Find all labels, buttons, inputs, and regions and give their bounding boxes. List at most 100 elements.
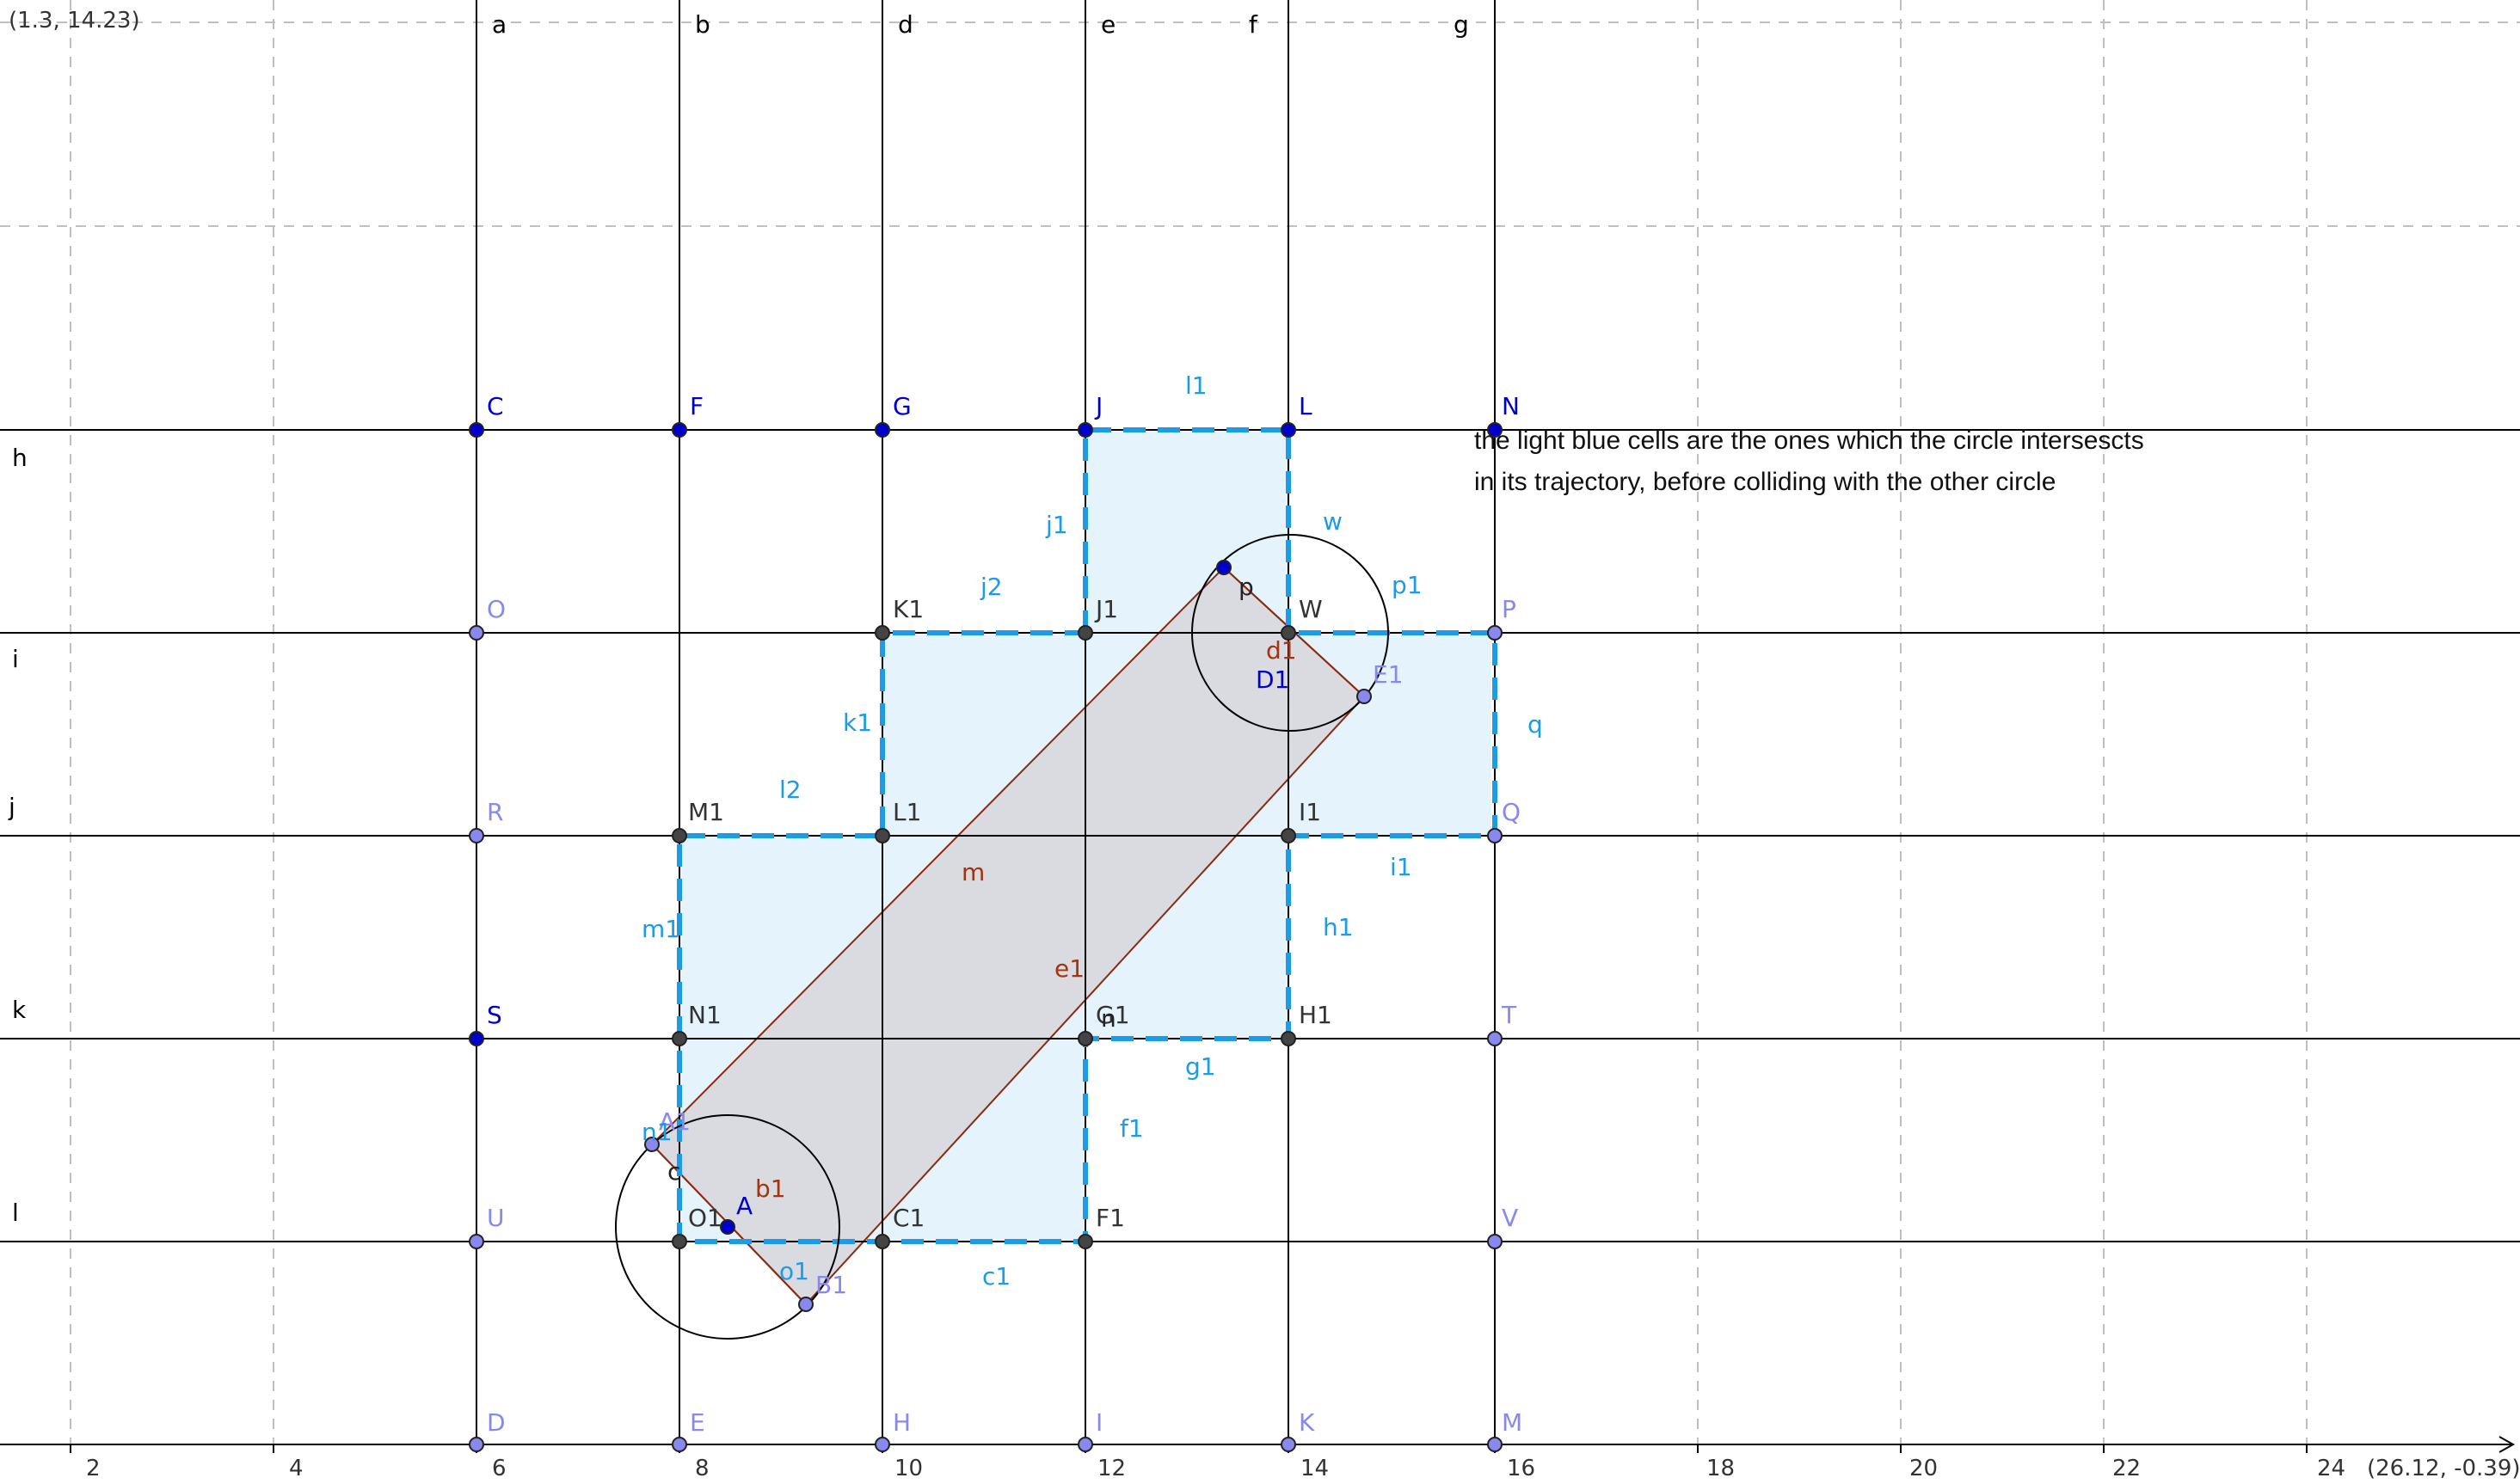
point-N1 bbox=[672, 1031, 687, 1046]
point-labels: C F G J L N O P R Q S T U V D E H I K M … bbox=[487, 392, 1522, 1437]
label-U: U bbox=[487, 1204, 505, 1232]
point-H bbox=[875, 1437, 890, 1452]
point-F bbox=[672, 422, 687, 438]
point-L bbox=[1281, 422, 1296, 438]
label-H1: H1 bbox=[1299, 1001, 1332, 1029]
point-A1 bbox=[644, 1137, 660, 1152]
label-q: q bbox=[1527, 710, 1543, 739]
label-k1: k1 bbox=[843, 708, 872, 737]
point-G bbox=[875, 422, 890, 438]
point-J bbox=[1078, 422, 1093, 438]
label-M: M bbox=[1502, 1408, 1522, 1437]
point-E bbox=[672, 1437, 687, 1452]
label-j1: j1 bbox=[1045, 511, 1068, 539]
label-D1: D1 bbox=[1256, 665, 1289, 694]
label-A: A bbox=[736, 1192, 753, 1220]
label-f1: f1 bbox=[1120, 1114, 1144, 1143]
label-h1: h1 bbox=[1323, 913, 1354, 941]
label-A1: A1 bbox=[659, 1107, 691, 1136]
label-L1: L1 bbox=[893, 798, 921, 826]
x-tick-label: 20 bbox=[1909, 1456, 1938, 1481]
point-K1 bbox=[875, 625, 890, 641]
x-tick-label: 24 bbox=[2317, 1456, 2345, 1481]
label-K: K bbox=[1299, 1408, 1315, 1437]
x-tick-label: 22 bbox=[2112, 1456, 2141, 1481]
x-tick-label: 16 bbox=[1507, 1456, 1535, 1481]
label-g1: g1 bbox=[1185, 1052, 1216, 1081]
point-S bbox=[469, 1031, 484, 1046]
point-E1 bbox=[1356, 689, 1372, 704]
label-O: O bbox=[487, 595, 506, 623]
point-F1 bbox=[1078, 1234, 1093, 1249]
label-c: c bbox=[667, 1157, 680, 1186]
point-L1 bbox=[875, 828, 890, 843]
label-o1: o1 bbox=[779, 1257, 809, 1285]
label-G: G bbox=[893, 392, 912, 420]
band-labels: m e1 b1 d1 c n bbox=[667, 636, 1297, 1203]
line-name-h: h bbox=[12, 444, 28, 472]
x-tick-label: 14 bbox=[1300, 1456, 1329, 1481]
label-E: E bbox=[690, 1408, 705, 1437]
label-m1: m1 bbox=[642, 915, 680, 943]
label-E1: E1 bbox=[1373, 660, 1404, 689]
label-C1: C1 bbox=[893, 1204, 925, 1232]
line-name-e: e bbox=[1101, 10, 1116, 39]
label-L: L bbox=[1299, 392, 1312, 420]
point-B1 bbox=[798, 1297, 814, 1312]
segment-labels: l1 j1 w p1 j2 k1 q l2 i1 m1 h1 g1 f1 c1 … bbox=[642, 371, 1543, 1291]
line-name-j: j bbox=[8, 793, 15, 821]
x-tick-label: 10 bbox=[894, 1456, 923, 1481]
label-n: n bbox=[1101, 1004, 1116, 1033]
label-j2: j2 bbox=[980, 573, 1003, 601]
point-W bbox=[1281, 625, 1296, 641]
x-tick-label: 18 bbox=[1706, 1456, 1735, 1481]
label-b1: b1 bbox=[755, 1174, 786, 1203]
line-name-g: g bbox=[1454, 10, 1469, 39]
x-tick-label: 2 bbox=[86, 1456, 101, 1481]
line-name-d: d bbox=[898, 10, 913, 39]
label-B1: B1 bbox=[815, 1271, 847, 1299]
point-A bbox=[720, 1219, 735, 1235]
label-K1: K1 bbox=[893, 595, 924, 623]
label-p1: p1 bbox=[1392, 571, 1423, 599]
label-G1: G1 bbox=[1096, 1001, 1130, 1029]
line-name-k: k bbox=[12, 996, 27, 1024]
line-name-b: b bbox=[695, 10, 710, 39]
label-d1: d1 bbox=[1266, 636, 1297, 665]
line-name-a: a bbox=[492, 10, 507, 39]
x-tick-label: 12 bbox=[1097, 1456, 1126, 1481]
label-c1: c1 bbox=[982, 1262, 1011, 1291]
moving-circle[interactable] bbox=[615, 1114, 840, 1340]
label-D: D bbox=[487, 1408, 506, 1437]
point-Q bbox=[1487, 828, 1503, 843]
point-O bbox=[469, 625, 484, 641]
label-i1: i1 bbox=[1390, 853, 1412, 881]
x-axis: 2 4 6 8 10 12 14 16 18 20 22 24 bbox=[0, 1436, 2516, 1481]
point-p bbox=[1216, 560, 1232, 575]
point-T bbox=[1487, 1031, 1503, 1046]
point-I1 bbox=[1281, 828, 1296, 843]
label-M1: M1 bbox=[688, 798, 724, 826]
bottom-right-coordinate-readout: (26.12, -0.39) bbox=[2367, 1456, 2520, 1481]
point-M bbox=[1487, 1437, 1503, 1452]
point-H1 bbox=[1281, 1031, 1296, 1046]
label-I: I bbox=[1096, 1408, 1103, 1437]
label-n1: n1 bbox=[642, 1118, 673, 1146]
point-O1 bbox=[672, 1234, 687, 1249]
label-P: P bbox=[1502, 595, 1516, 623]
target-circle[interactable] bbox=[1191, 534, 1389, 732]
label-J1: J1 bbox=[1094, 595, 1118, 623]
top-left-coordinate-readout: (1.3, 14.23) bbox=[9, 8, 140, 34]
label-S: S bbox=[487, 1001, 502, 1029]
label-l1: l1 bbox=[1185, 371, 1208, 400]
label-l2: l2 bbox=[779, 776, 802, 804]
point-N bbox=[1487, 422, 1503, 438]
point-C1 bbox=[875, 1234, 890, 1249]
label-Q: Q bbox=[1502, 798, 1521, 826]
points[interactable] bbox=[469, 422, 1503, 1452]
line-names: a b d e f g h i j k l bbox=[8, 10, 1469, 1227]
label-C: C bbox=[487, 392, 504, 420]
x-tick-label: 8 bbox=[695, 1456, 710, 1481]
